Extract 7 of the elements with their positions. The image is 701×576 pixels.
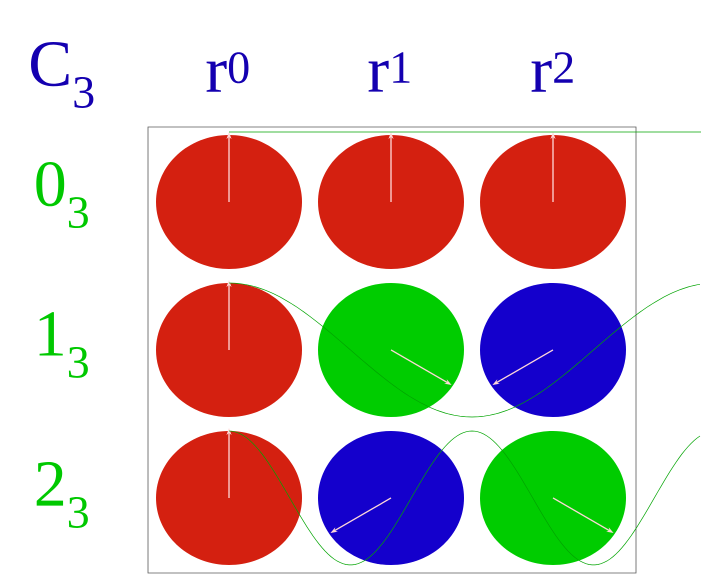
header-label: r$^{0}$ bbox=[206, 52, 248, 92]
header-label: 2$_{3}$ bbox=[36, 462, 88, 528]
header-label: r$^{2}$ bbox=[532, 52, 573, 92]
header-label: r$^{1}$ bbox=[368, 52, 410, 92]
header-label: C$_{3}$ bbox=[31, 42, 94, 108]
header-label: 0$_{3}$ bbox=[36, 162, 88, 228]
header-label: 1$_{3}$ bbox=[40, 312, 88, 378]
